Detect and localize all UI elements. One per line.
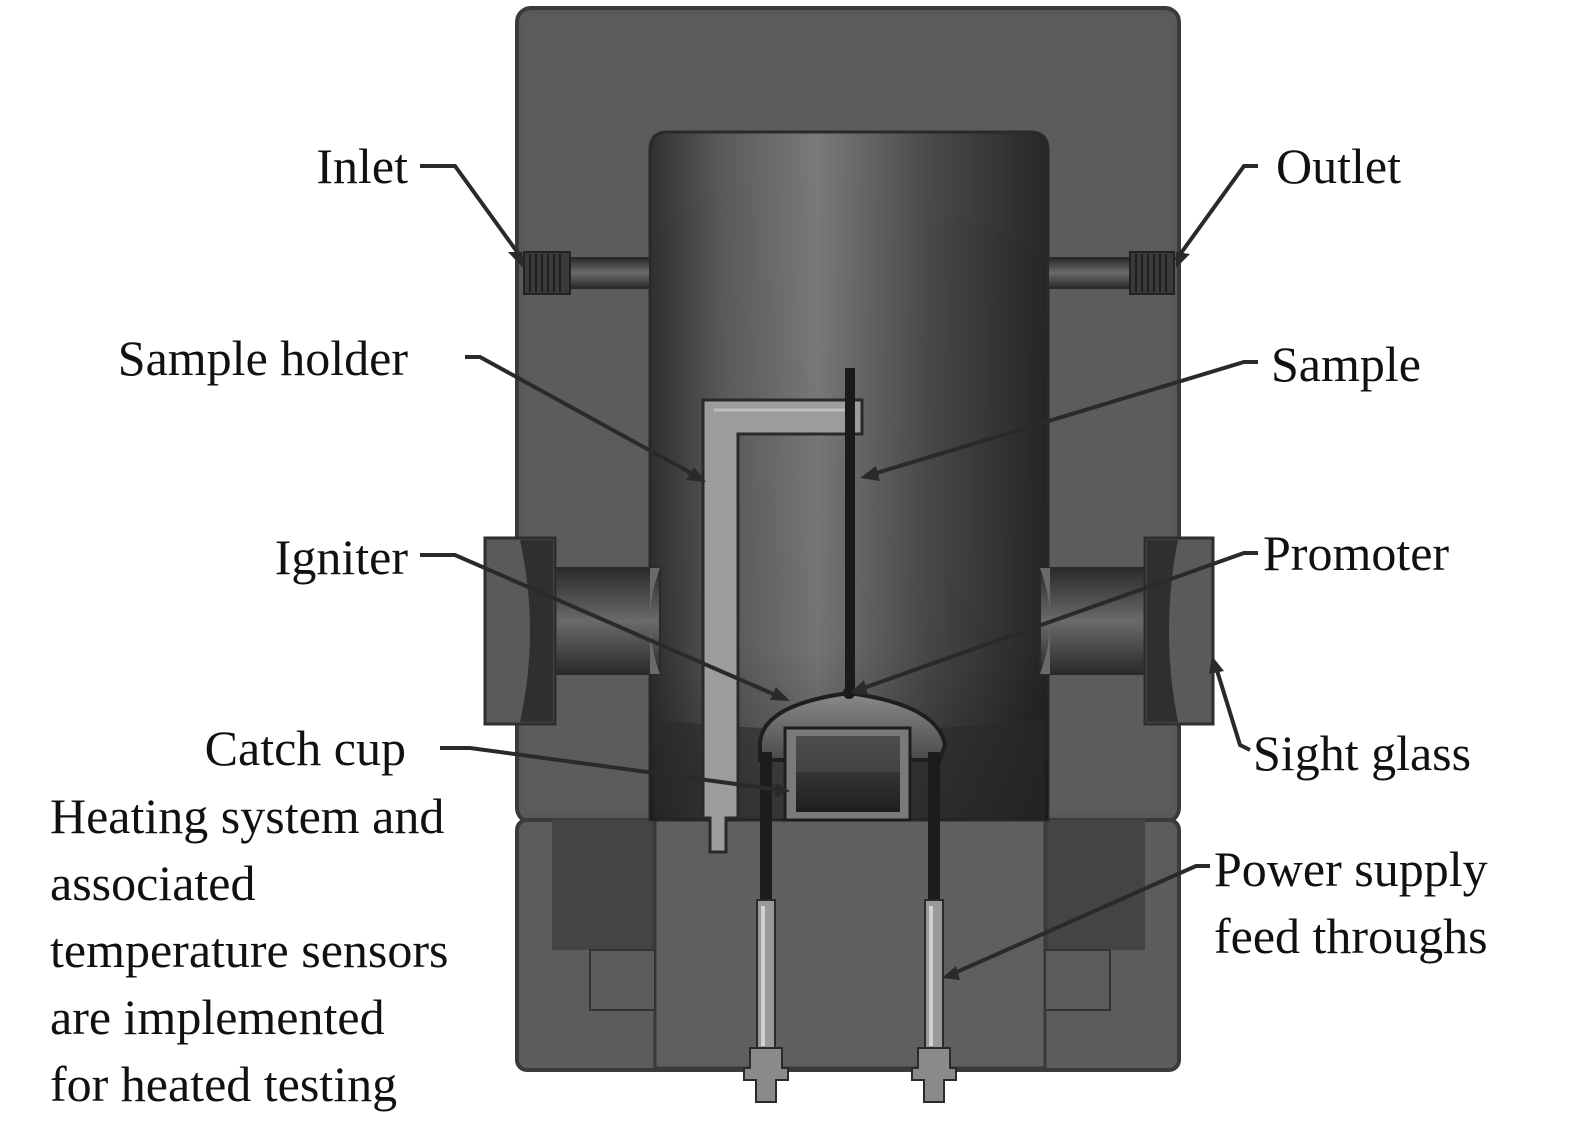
leader-inlet-arrowhead [508, 252, 523, 268]
outlet-port [1047, 251, 1175, 295]
label-promoter: Promoter [1263, 525, 1450, 581]
leader-igniter [420, 553, 781, 699]
leader-catch-cup-arrowhead [774, 783, 790, 798]
power-feedthroughs [743, 752, 957, 1103]
leader-sight-glass [1213, 663, 1251, 752]
label-outlet: Outlet [1276, 138, 1401, 194]
leader-sample [869, 360, 1258, 477]
leader-sample-arrowhead [860, 466, 880, 481]
leader-power-supply-arrowhead [942, 966, 960, 980]
leader-promoter [857, 551, 1258, 692]
leader-sight-glass-arrowhead [1209, 656, 1224, 674]
label-sample-holder: Sample holder [117, 330, 408, 386]
leader-promoter-arrowhead [850, 680, 868, 695]
label-power-supply: Power supply feed throughs [1214, 841, 1488, 964]
leader-outlet-arrowhead [1176, 252, 1190, 268]
sight-glass-left [483, 536, 661, 726]
label-inlet: Inlet [316, 138, 408, 194]
feedthrough-right [911, 752, 957, 1103]
label-sight-glass: Sight glass [1253, 725, 1472, 781]
feedthrough-left [743, 752, 789, 1103]
sample-holder [701, 398, 864, 854]
leader-sample-holder [465, 355, 701, 480]
leader-outlet [1174, 164, 1258, 262]
chamber-base [515, 818, 1181, 1072]
sample-rod [845, 368, 855, 700]
inlet-port [523, 251, 651, 295]
leader-inlet [420, 164, 525, 262]
leader-catch-cup [440, 746, 781, 792]
catch-cup-assembly [758, 687, 948, 822]
leader-sample-holder-arrowhead [686, 467, 706, 482]
leader-lines [420, 164, 1258, 980]
leader-igniter-arrowhead [770, 687, 790, 701]
label-igniter: Igniter [274, 529, 408, 585]
label-sample: Sample [1271, 336, 1421, 392]
label-heating-system: Heating system and associated temperatur… [50, 788, 449, 1112]
leader-power-supply [949, 864, 1210, 977]
label-catch-cup: Catch cup [204, 720, 406, 776]
